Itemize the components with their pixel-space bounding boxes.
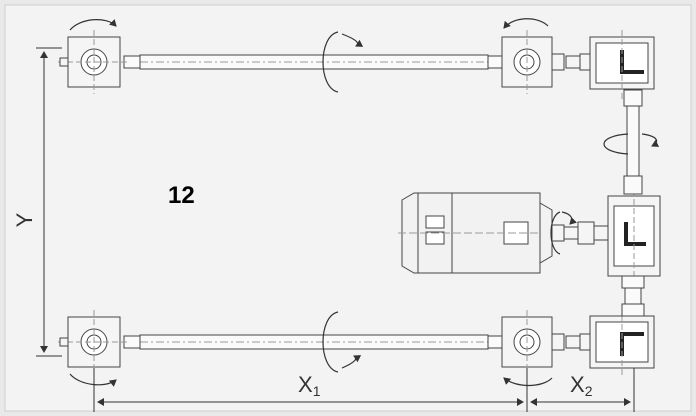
rotation-arrow-jack-bottom-left xyxy=(69,373,117,387)
dimension-x2-main: X xyxy=(570,372,585,397)
dimension-x1-label: X1 xyxy=(298,372,321,399)
coupling-bottom-right xyxy=(551,333,591,351)
rotation-arrow-motor xyxy=(550,211,578,255)
dimension-x2 xyxy=(530,368,635,412)
rotation-arrow-bottom-shaft xyxy=(322,311,362,373)
bevel-gearbox-bottom xyxy=(589,306,655,376)
dimension-x2-subscript: 2 xyxy=(585,383,593,399)
dimension-x1-main: X xyxy=(298,372,313,397)
dimension-x1 xyxy=(93,368,528,412)
dimension-x1-subscript: 1 xyxy=(313,383,321,399)
vertical-shaft-lower xyxy=(621,275,645,317)
rotation-arrow-jack-bottom-right xyxy=(503,377,553,387)
vertical-shaft-upper xyxy=(623,89,643,195)
electric-motor xyxy=(398,192,556,274)
screw-jack-bottom-left xyxy=(58,310,130,374)
dimension-x2-label: X2 xyxy=(570,372,593,399)
screw-jack-bottom-right xyxy=(501,310,553,374)
dimension-y-label: Y xyxy=(12,212,37,227)
rotation-arrow-jack-top-right xyxy=(503,18,549,29)
dimension-y xyxy=(36,47,62,357)
bevel-gearbox-top xyxy=(589,30,655,100)
bottom-shaft xyxy=(123,334,505,350)
rotation-arrow-jack-top-left xyxy=(69,18,117,31)
coupling-top-right xyxy=(551,53,591,71)
configuration-number: 12 xyxy=(168,182,195,209)
top-shaft xyxy=(123,54,505,70)
bevel-gearbox-middle xyxy=(607,190,661,282)
screw-jack-top-right xyxy=(501,30,553,94)
rotation-arrow-top-shaft xyxy=(322,31,364,93)
motor-coupling xyxy=(551,221,609,245)
rotation-arrow-vertical-shaft xyxy=(603,133,660,155)
screw-jack-top-left xyxy=(58,30,130,94)
